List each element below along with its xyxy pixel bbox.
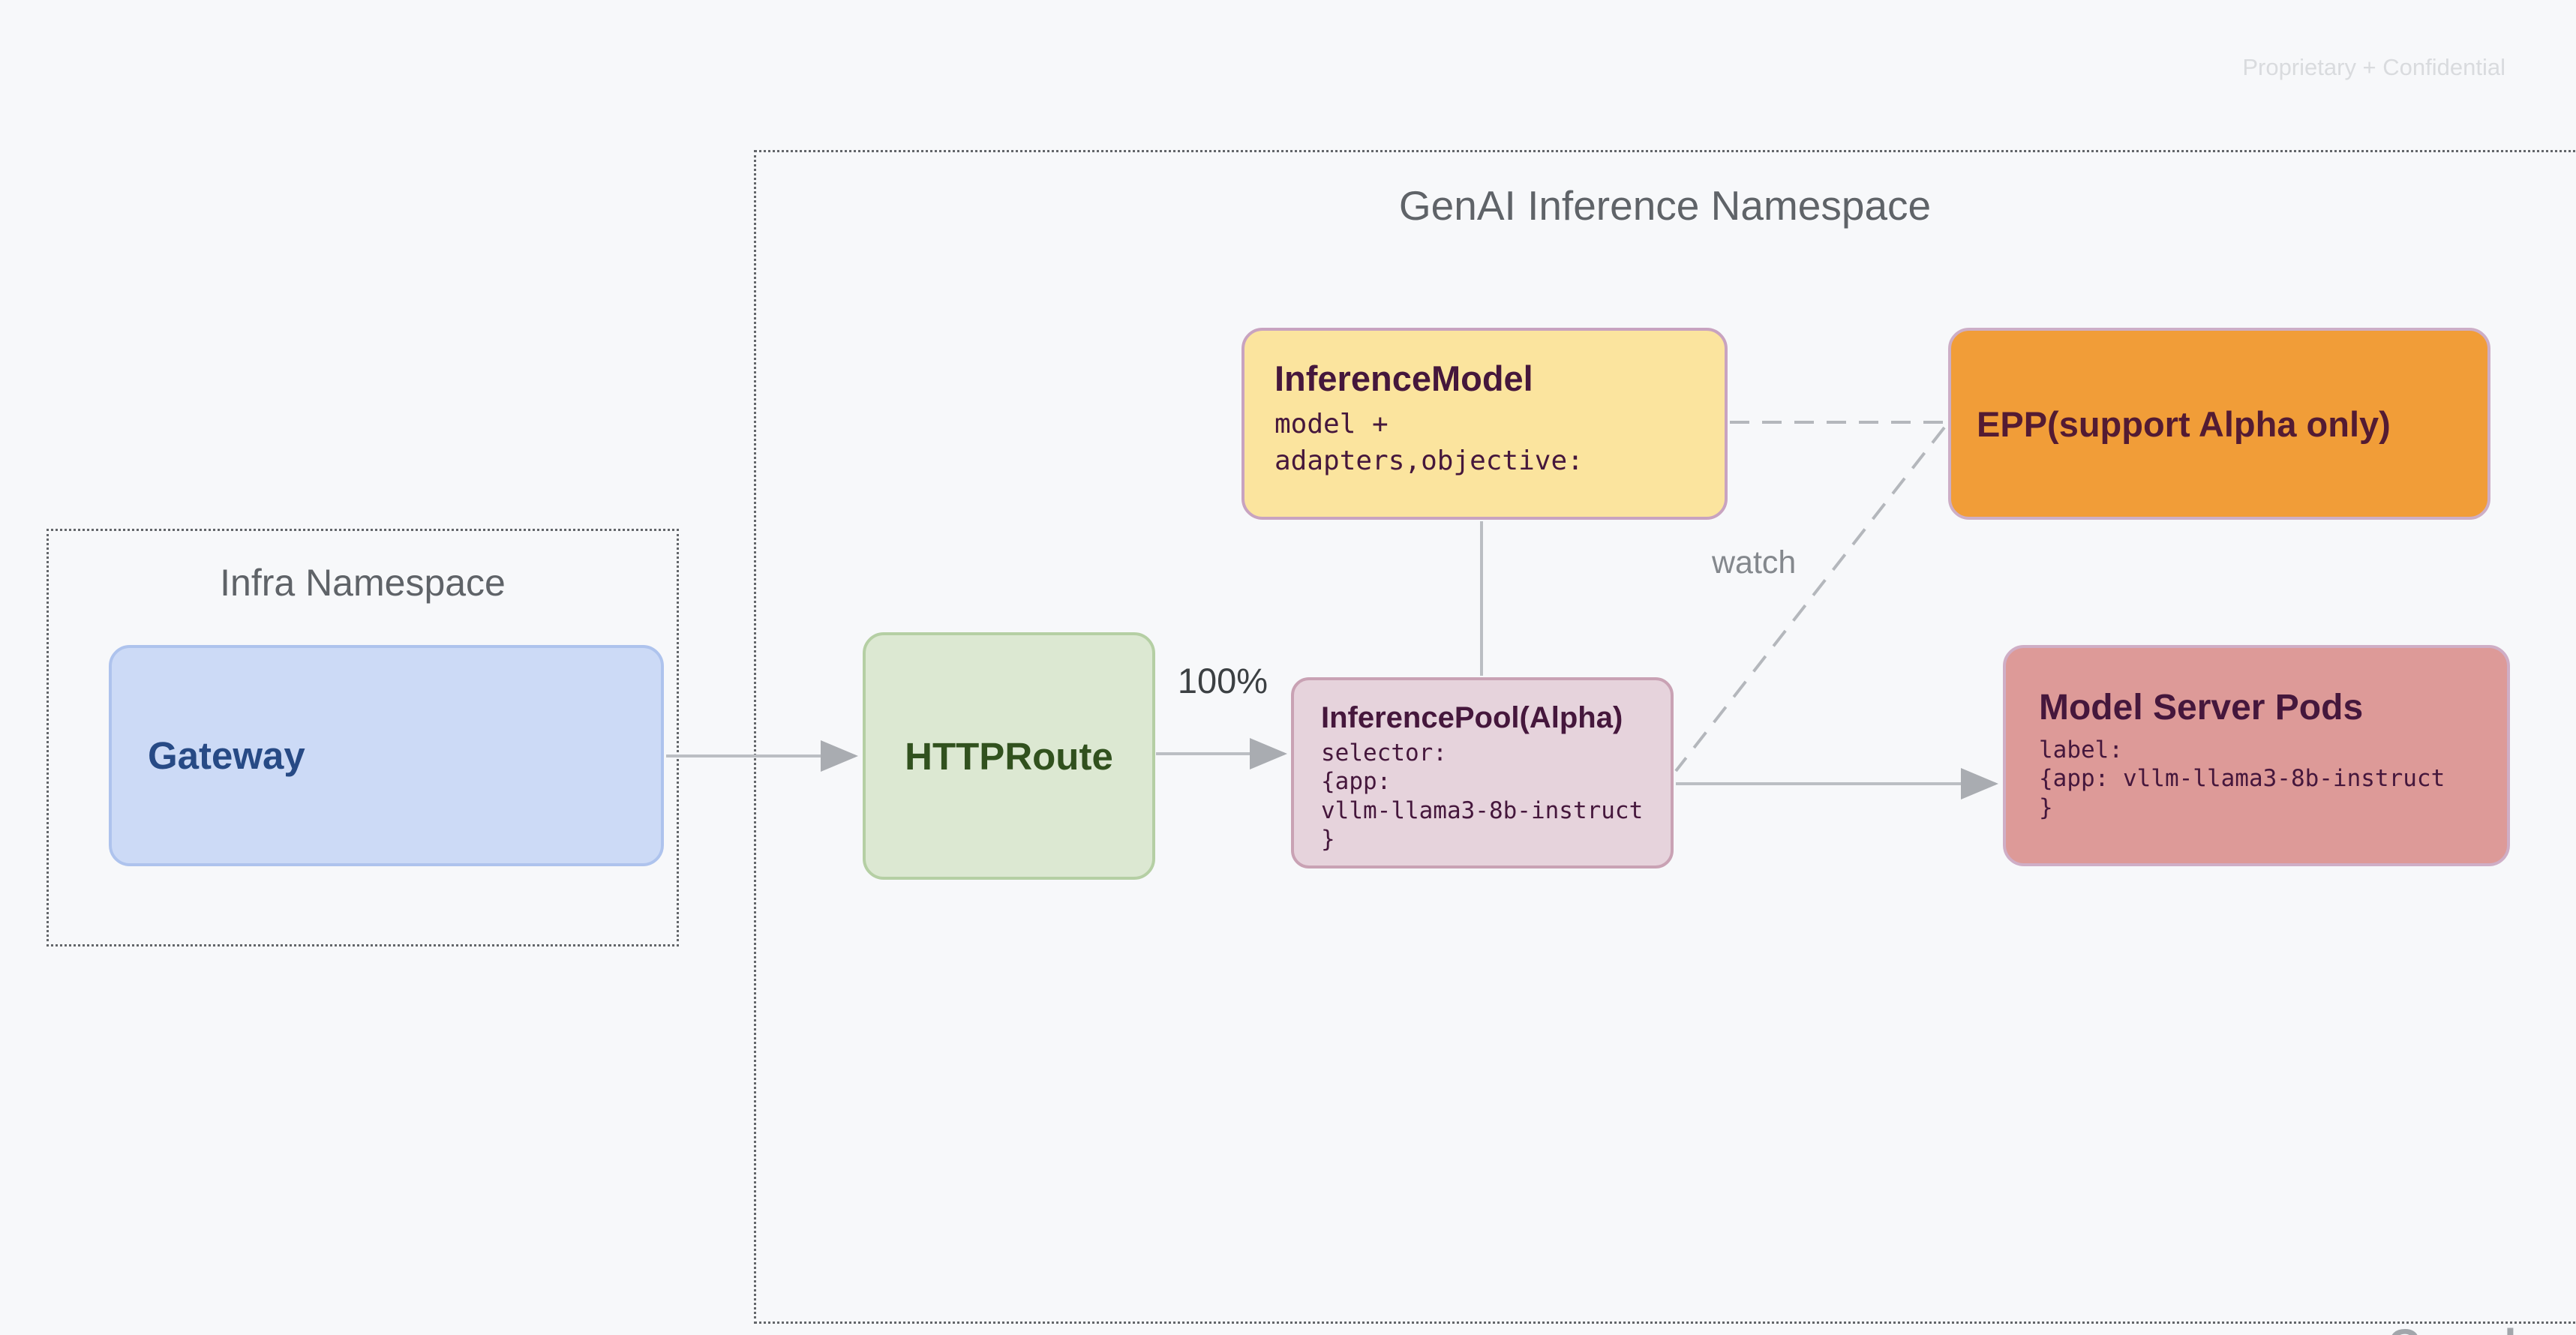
gateway-label: Gateway [148, 734, 305, 777]
epp-label: EPP(support Alpha only) [1977, 404, 2391, 444]
gateway-node: Gateway [109, 645, 664, 866]
inference-pool-title: InferencePool(Alpha) [1321, 701, 1623, 734]
confidential-label: Proprietary + Confidential [2242, 54, 2505, 80]
infra-namespace-title: Infra Namespace [220, 562, 506, 604]
inference-pool-node: InferencePool(Alpha) selector: {app: vll… [1291, 677, 1674, 868]
httproute-label: HTTPRoute [905, 734, 1113, 778]
inference-pool-selector: selector: {app: vllm-llama3-8b-instruct … [1321, 740, 1644, 854]
model-server-pods-title: Model Server Pods [2039, 688, 2364, 728]
inference-model-node: InferenceModel model + adapters,objectiv… [1241, 328, 1728, 520]
httproute-node: HTTPRoute [863, 632, 1155, 880]
traffic-weight-label: 100% [1177, 661, 1268, 700]
inference-model-title: InferenceModel [1274, 358, 1533, 398]
watch-label: watch [1712, 544, 1797, 580]
model-server-pods-label-spec: label: {app: vllm-llama3-8b-instruct } [2039, 736, 2445, 821]
epp-node: EPP(support Alpha only) [1948, 328, 2490, 520]
infra-namespace-box [47, 529, 679, 946]
inference-model-spec: model + adapters,objective: [1274, 409, 1584, 476]
genai-inference-namespace-box [754, 150, 2576, 1324]
genai-inference-namespace-title: GenAI Inference Namespace [1398, 182, 1932, 229]
google-logo: Google [2388, 1320, 2542, 1335]
model-server-pods-node: Model Server Pods label: {app: vllm-llam… [2003, 645, 2510, 866]
